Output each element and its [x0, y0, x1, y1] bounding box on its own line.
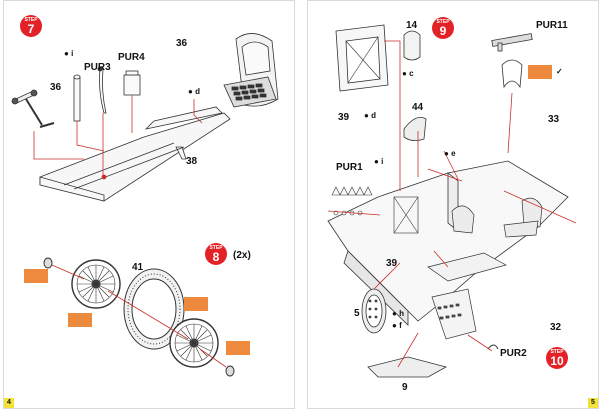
check-icon: ✓ [556, 67, 563, 76]
paint-code-e: ● e [444, 149, 456, 158]
step-9-badge: STEP 9 [432, 17, 454, 39]
instruction-page-right: STEP 9 STEP 10 14 PUR11 39 44 33 PUR1 39… [307, 0, 599, 409]
part-14-headrest [403, 30, 421, 61]
callout-box-right [528, 65, 552, 79]
step-8-quantity: (2x) [233, 250, 251, 261]
paint-code-i-right: ● i [374, 157, 384, 166]
part-39-label-mid: 39 [386, 258, 398, 269]
callout-box-2 [68, 313, 92, 327]
paint-code-i: ● i [64, 49, 74, 58]
truss-frame [393, 196, 419, 234]
instruction-page-left: STEP 7 STEP 8 (2x) 36 36 PUR3 PUR4 38 41… [3, 0, 295, 409]
floor-panel-part [39, 106, 231, 202]
spoked-wheel-lower [169, 318, 219, 368]
floor-insert [427, 252, 507, 282]
paint-code-f: ● f [392, 321, 402, 330]
part-44-bracket [403, 116, 427, 141]
part-9-label: 9 [402, 382, 408, 393]
part-5-label: 5 [354, 308, 360, 319]
tire-part [123, 268, 185, 350]
part-38-label: 38 [186, 156, 198, 167]
side-panel-part [431, 288, 477, 340]
part-14-label: 14 [406, 20, 418, 31]
step-8-badge: STEP 8 [205, 243, 227, 265]
left-page-drawing [11, 33, 279, 377]
part-9-lower-panel [367, 356, 448, 378]
truss-panel-part [335, 24, 389, 92]
part-36-stick-label: 36 [50, 82, 62, 93]
assembly-arrows-step8 [51, 264, 227, 368]
control-stick-part [11, 89, 55, 128]
part-33-label: 33 [548, 114, 560, 125]
pur11-label: PUR11 [536, 20, 568, 31]
callout-box-3 [184, 297, 208, 311]
part-36-label: 36 [176, 38, 188, 49]
paint-code-d-right: ● d [364, 111, 376, 120]
paint-code-h: ● h [392, 309, 404, 318]
pur2-part [487, 344, 499, 350]
spoked-wheel-upper [71, 259, 121, 309]
pur3-part [73, 66, 107, 122]
part-32-label: 32 [550, 322, 562, 333]
page-number-right: 5 [588, 398, 598, 408]
pur4-label: PUR4 [118, 52, 145, 63]
callout-box-4 [226, 341, 250, 355]
assembly-arrows-right [327, 40, 577, 368]
assembly-arrows-step7 [33, 95, 203, 180]
pur2-label: PUR2 [500, 348, 527, 359]
part-39-label-top: 39 [338, 112, 350, 123]
pur11-gun-part [491, 33, 533, 89]
hub-cap-parts [43, 257, 235, 377]
pur4-part [123, 70, 141, 96]
part-44-label: 44 [412, 102, 424, 113]
page-number-left: 4 [4, 398, 14, 408]
step-10-badge: STEP 10 [546, 347, 568, 369]
paint-code-d: ● d [188, 87, 200, 96]
callout-box-1 [24, 269, 48, 283]
pur3-label: PUR3 [84, 62, 111, 73]
step-7-badge: STEP 7 [20, 15, 42, 37]
paint-code-c: ● c [402, 69, 414, 78]
right-page-drawing [327, 24, 577, 378]
part-41-label: 41 [132, 262, 144, 273]
fuselage-part [327, 160, 569, 326]
seat-part [223, 33, 279, 108]
pur1-label: PUR1 [336, 162, 363, 173]
part-5-oval-panel [361, 288, 387, 334]
